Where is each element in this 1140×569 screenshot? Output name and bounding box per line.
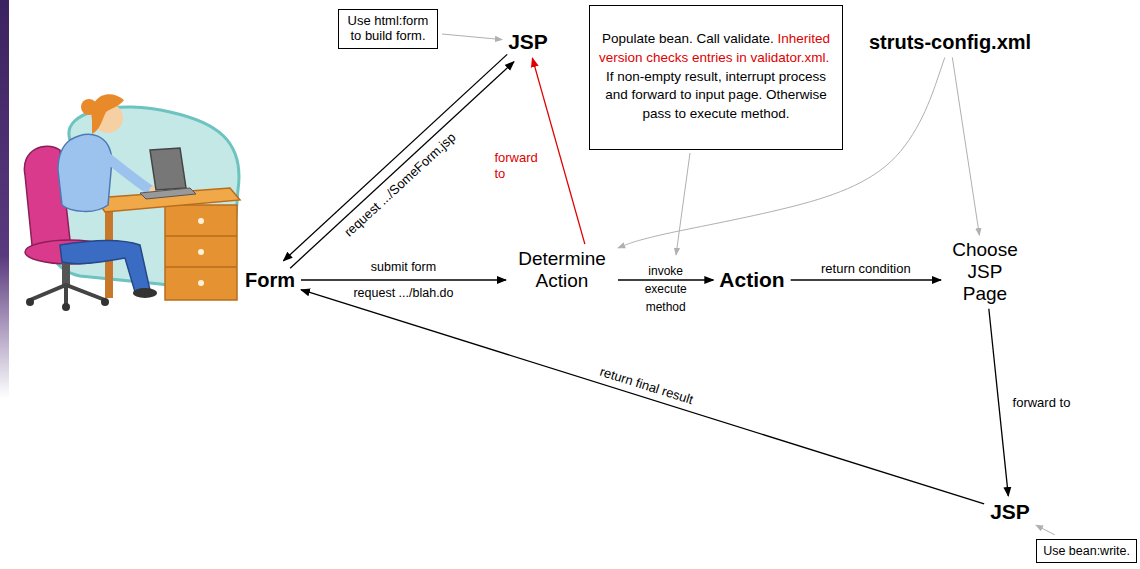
user-clipart (24, 94, 240, 311)
node-text: JSP (990, 500, 1030, 524)
text-node: JSP (988, 500, 1032, 524)
chair-base (30, 285, 105, 305)
edge-label: invoke execute method (638, 262, 694, 316)
drawer-lines (165, 236, 237, 267)
knob (198, 280, 204, 286)
edge-label: request .../SomeForm.jsp (339, 128, 460, 241)
node-label: struts-config.xml (869, 31, 1031, 53)
knob (198, 218, 204, 224)
knob (198, 249, 204, 255)
hair (92, 94, 124, 134)
node-label: Choose JSP Page (952, 239, 1018, 304)
shirt (58, 134, 112, 211)
process-box: Use html:form to build form. (338, 9, 438, 49)
node-label: JSP (508, 30, 548, 53)
text-node: struts-config.xml (867, 31, 1033, 54)
connector (442, 34, 502, 40)
node-text: JSP (508, 30, 548, 54)
connector (532, 58, 585, 244)
process-box: Use bean:write. (1036, 539, 1137, 563)
connector (791, 279, 941, 280)
node-label: Use bean:write. (1043, 544, 1130, 558)
connector (952, 58, 979, 236)
desk-top (95, 188, 240, 212)
hair-bun (81, 99, 97, 115)
desk-drawers (165, 205, 237, 300)
process-box: Populate bean. Call validate.Inherited v… (589, 5, 843, 150)
edge-label: submit form request .../blah.do (349, 254, 458, 306)
node-text: struts-config.xml (869, 31, 1031, 54)
connector (290, 62, 514, 268)
node-label: Form (245, 269, 295, 291)
node-label: Populate bean. Call validate. (602, 31, 774, 46)
node-label: Action (719, 268, 784, 291)
node-text: Use html:form to build form. (344, 14, 432, 44)
shoe (133, 288, 157, 298)
wheel (62, 303, 70, 311)
arm (100, 152, 150, 190)
wheel (26, 298, 34, 306)
text-node: Choose JSP Page (945, 239, 1025, 305)
text-node: JSP (506, 30, 550, 54)
laptop-base (140, 188, 196, 199)
leader-line (676, 153, 690, 255)
node-text: Choose JSP Page (947, 239, 1023, 305)
laptop-screen (150, 148, 186, 190)
text-node: Determine Action (510, 248, 614, 292)
node-label: If non-empty result, interrupt process a… (605, 69, 826, 122)
connector (301, 290, 984, 504)
node-label: JSP (990, 500, 1030, 523)
node-text: Populate bean. Call validate.Inherited v… (598, 30, 834, 124)
connector (989, 309, 1008, 496)
node-label: Use html:form to build form. (348, 13, 429, 43)
side-band (0, 0, 9, 569)
jeans (60, 240, 150, 292)
connector (618, 279, 713, 280)
text-node: Form (243, 269, 297, 292)
connector (1036, 525, 1055, 535)
node-text: Form (245, 269, 295, 292)
wheel (101, 298, 109, 306)
text-node: Action (717, 268, 786, 292)
node-text: Action (719, 268, 784, 292)
edge-label: forward to (1011, 395, 1073, 411)
node-text: Use bean:write. (1043, 544, 1130, 558)
node-label: Determine Action (518, 248, 606, 291)
edge-label: return final result (596, 363, 697, 408)
connector (301, 279, 506, 280)
edge-label: forward to (492, 150, 552, 181)
connector (283, 54, 507, 260)
node-text: Determine Action (512, 248, 612, 292)
edge-label: return condition (819, 261, 913, 277)
